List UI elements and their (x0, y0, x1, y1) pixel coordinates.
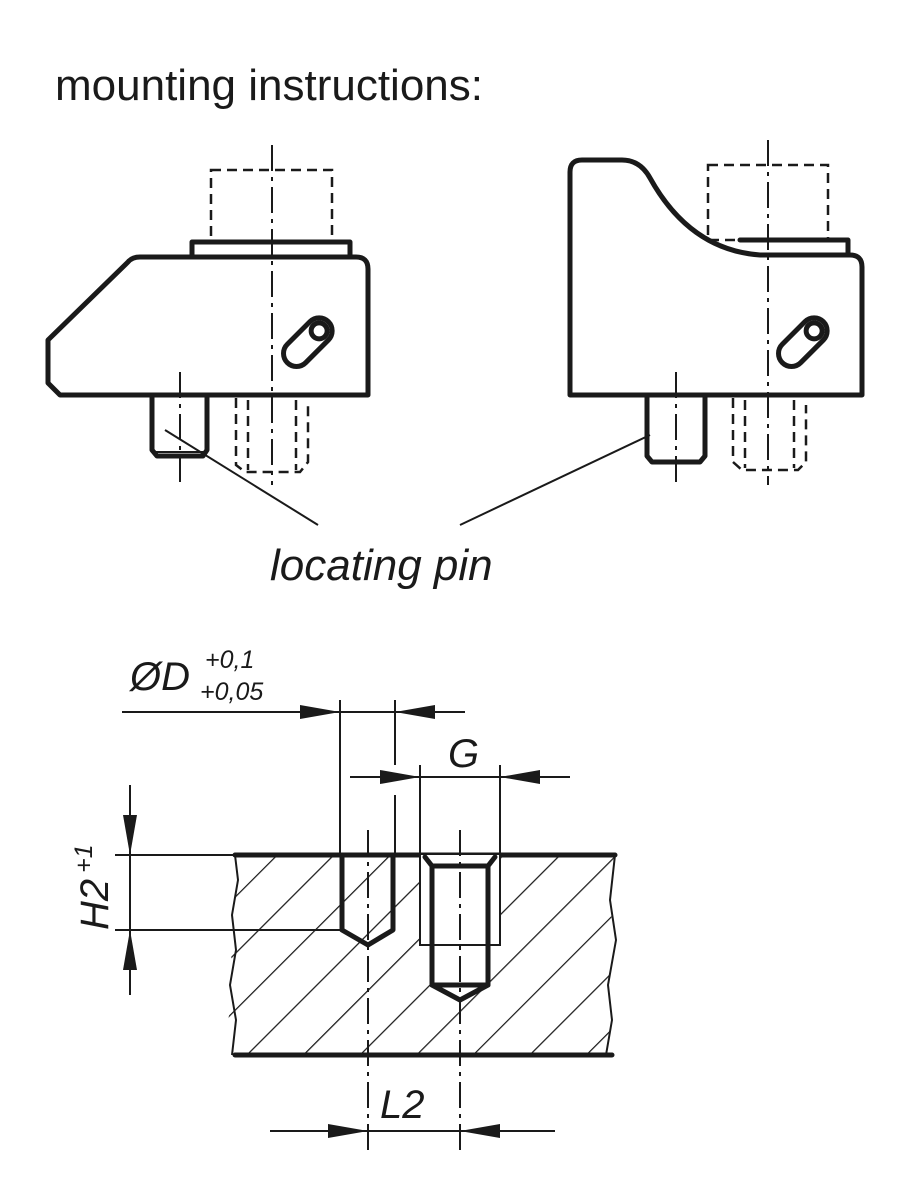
diameter-upper-tolerance: +0,1 (205, 646, 254, 674)
dimension-thread: G (350, 732, 570, 855)
clamp-right (459, 140, 865, 526)
diameter-label: ØD (128, 655, 190, 699)
clamp-body-left (45, 254, 371, 398)
dimension-depth: H2+1 (70, 785, 342, 995)
clamp-left (45, 145, 371, 526)
leader-line-left (164, 429, 319, 526)
hatched-block (228, 855, 616, 1055)
thread-label: G (448, 732, 479, 776)
thread-major (419, 855, 501, 946)
slot-right (776, 315, 830, 369)
locating-pin-label: locating pin (270, 541, 493, 590)
dimension-diameter: ØD +0,1 +0,05 (122, 646, 465, 855)
pin-bore (339, 852, 396, 948)
diameter-lower-tolerance: +0,05 (200, 678, 263, 706)
workpiece-outline-right (706, 163, 830, 242)
slot-left (281, 315, 335, 369)
depth-label: H2+1 (70, 844, 117, 930)
leader-line-right (459, 434, 651, 526)
screw-outline-right (731, 398, 808, 472)
dimension-spacing: L2 (270, 1083, 555, 1138)
section-view (228, 830, 618, 1155)
spacing-label: L2 (380, 1083, 425, 1127)
clamp-body-right (567, 157, 865, 398)
diagram-title: mounting instructions: (55, 61, 483, 110)
